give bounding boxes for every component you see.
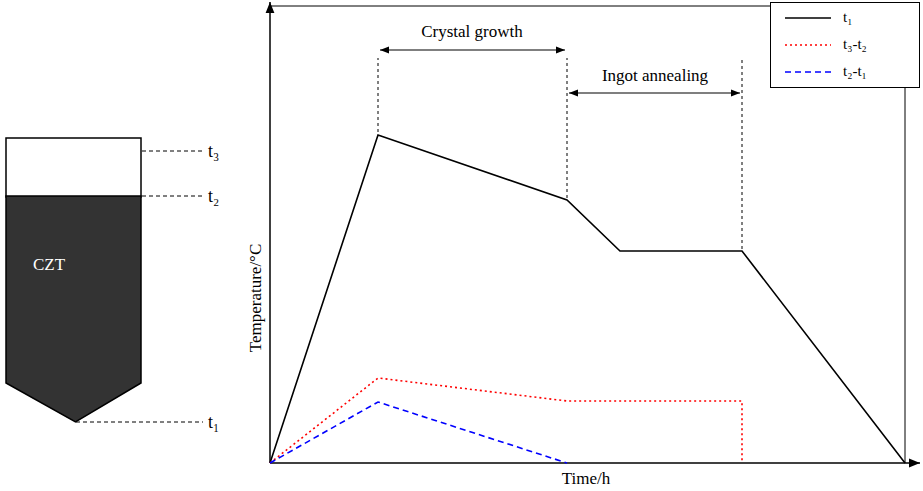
legend-box: t₁ t₃-t₂ t₂-t₁ bbox=[770, 2, 920, 88]
phase-divider bbox=[742, 58, 743, 249]
phase-label: Crystal growth bbox=[421, 23, 523, 40]
phase-divider bbox=[378, 58, 379, 132]
legend-entry: t₃-t₂ bbox=[771, 35, 919, 55]
x-axis bbox=[270, 462, 920, 464]
y-axis bbox=[269, 2, 271, 463]
level-label: t₃ bbox=[208, 142, 219, 160]
t3-t2-curve bbox=[270, 378, 742, 463]
span-arrow bbox=[380, 49, 565, 50]
leader-line bbox=[142, 151, 203, 152]
span-arrow bbox=[569, 92, 740, 93]
t2-t1-curve bbox=[270, 402, 567, 463]
legend-entry: t₁ bbox=[771, 8, 919, 28]
material-label: CZT bbox=[33, 255, 65, 275]
t1-curve bbox=[270, 135, 905, 463]
crucible-outline bbox=[5, 137, 142, 424]
legend-text: t₁ bbox=[843, 10, 852, 25]
leader-line bbox=[76, 422, 203, 423]
legend-entry: t₂-t₁ bbox=[771, 62, 919, 82]
legend-text: t₂-t₁ bbox=[843, 64, 867, 79]
leader-line bbox=[142, 196, 203, 197]
level-label: t₁ bbox=[208, 413, 219, 431]
level-label: t₂ bbox=[208, 187, 219, 205]
phase-divider bbox=[567, 58, 568, 198]
axis-title: Temperature/°C bbox=[247, 244, 264, 353]
phase-label: Ingot annealing bbox=[602, 67, 708, 84]
crucible: CZT bbox=[5, 137, 142, 424]
legend-line bbox=[783, 66, 833, 78]
legend-line bbox=[783, 39, 833, 51]
legend-text: t₃-t₂ bbox=[843, 37, 867, 52]
legend-line bbox=[783, 12, 833, 24]
axis-title: Time/h bbox=[562, 470, 611, 487]
